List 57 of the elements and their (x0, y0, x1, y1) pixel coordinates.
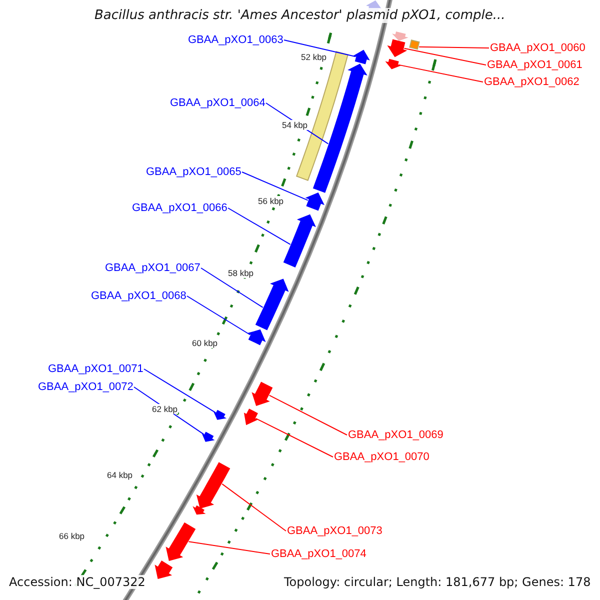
feature-bar (409, 40, 420, 50)
leader-line (200, 268, 264, 308)
gene-label: GBAA_pXO1_0067 (105, 262, 200, 274)
gene-label: GBAA_pXO1_0074 (271, 548, 366, 560)
gene-label: GBAA_pXO1_0071 (48, 363, 144, 375)
gene-feature (312, 64, 368, 193)
gene-feature (392, 32, 408, 41)
gene-label: GBAA_pXO1_0065 (146, 166, 242, 178)
gene-label: GBAA_pXO1_0064 (170, 97, 266, 109)
scale-label: 58 kbp (228, 268, 254, 278)
scale-label: 52 kbp (301, 52, 327, 62)
scale-label: 60 kbp (192, 338, 218, 348)
leader-line (255, 418, 334, 458)
footer-text: Topology: circular; Length: 181,677 bp; Genes: 178 (282, 575, 593, 589)
leader-line (242, 172, 308, 201)
scale-label: 66 kbp (59, 531, 85, 541)
gene-feature (385, 58, 402, 70)
feature-bar (296, 51, 348, 181)
scale-label: 56 kbp (258, 196, 284, 206)
gene-feature (305, 192, 324, 211)
leader-line (418, 46, 490, 48)
gene-label: GBAA_pXO1_0072 (38, 381, 134, 393)
gene-feature (252, 382, 273, 406)
gene-label: GBAA_pXO1_0062 (484, 76, 580, 88)
gene-feature (154, 560, 173, 580)
leader-line (398, 64, 484, 82)
gene-label: GBAA_pXO1_0068 (91, 290, 186, 302)
gene-label: GBAA_pXO1_0070 (334, 451, 430, 463)
leader-line (186, 296, 251, 336)
gene-label: GBAA_pXO1_0061 (487, 59, 582, 71)
gene-label: GBAA_pXO1_0060 (490, 42, 586, 54)
gene-feature (255, 278, 289, 330)
scale-label: 64 kbp (107, 470, 133, 480)
gene-feature (387, 39, 408, 58)
gene-feature (244, 408, 258, 426)
gene-feature (353, 50, 370, 64)
gene-feature (247, 329, 266, 346)
leader-line (404, 48, 486, 66)
leader-line (188, 541, 270, 554)
gene-feature (166, 522, 196, 561)
gene-feature (196, 462, 230, 509)
gene-feature (192, 505, 206, 515)
leader-line (228, 208, 291, 245)
gene-label: GBAA_pXO1_0063 (188, 34, 284, 46)
gene-label: GBAA_pXO1_0069 (348, 429, 444, 441)
gene-label: GBAA_pXO1_0073 (287, 525, 382, 537)
gene-feature (202, 432, 215, 442)
gene-label: GBAA_pXO1_0066 (132, 202, 228, 214)
gene-feature (213, 410, 227, 420)
scale-label: 54 kbp (282, 120, 308, 130)
leader-line (222, 483, 286, 532)
footer-text: Accession: NC_007322 (7, 575, 148, 589)
gene-feature (283, 214, 316, 268)
scale-label: 62 kbp (152, 404, 178, 414)
leader-line (268, 394, 348, 436)
leader-line (144, 368, 216, 414)
leader-line (284, 40, 356, 58)
